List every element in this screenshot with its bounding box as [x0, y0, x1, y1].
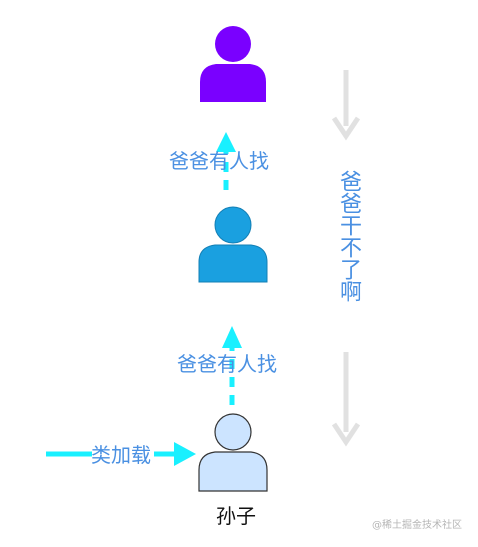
edge-label-class-loading: 类加载 [91, 443, 151, 467]
edge-external-to-child-arrow [46, 442, 196, 466]
watermark: @稀土掘金技术社区 [372, 520, 462, 531]
side-note-upper-arrow [331, 70, 361, 141]
grandparent-person-icon [196, 24, 270, 104]
edge-label-parent-to-grandparent: 爸爸有人找 [169, 149, 269, 173]
edge-label-child-to-parent: 爸爸有人找 [177, 352, 277, 376]
child-label: 孙子 [216, 504, 256, 528]
side-note-lower-arrow [331, 352, 361, 447]
child-person-icon [196, 412, 270, 494]
edge-child-to-parent-arrow [222, 326, 242, 405]
side-note-text: 爸爸干不了啊 [336, 170, 361, 302]
parent-person-icon [196, 206, 270, 286]
edge-parent-to-grandparent-arrow [216, 132, 236, 190]
